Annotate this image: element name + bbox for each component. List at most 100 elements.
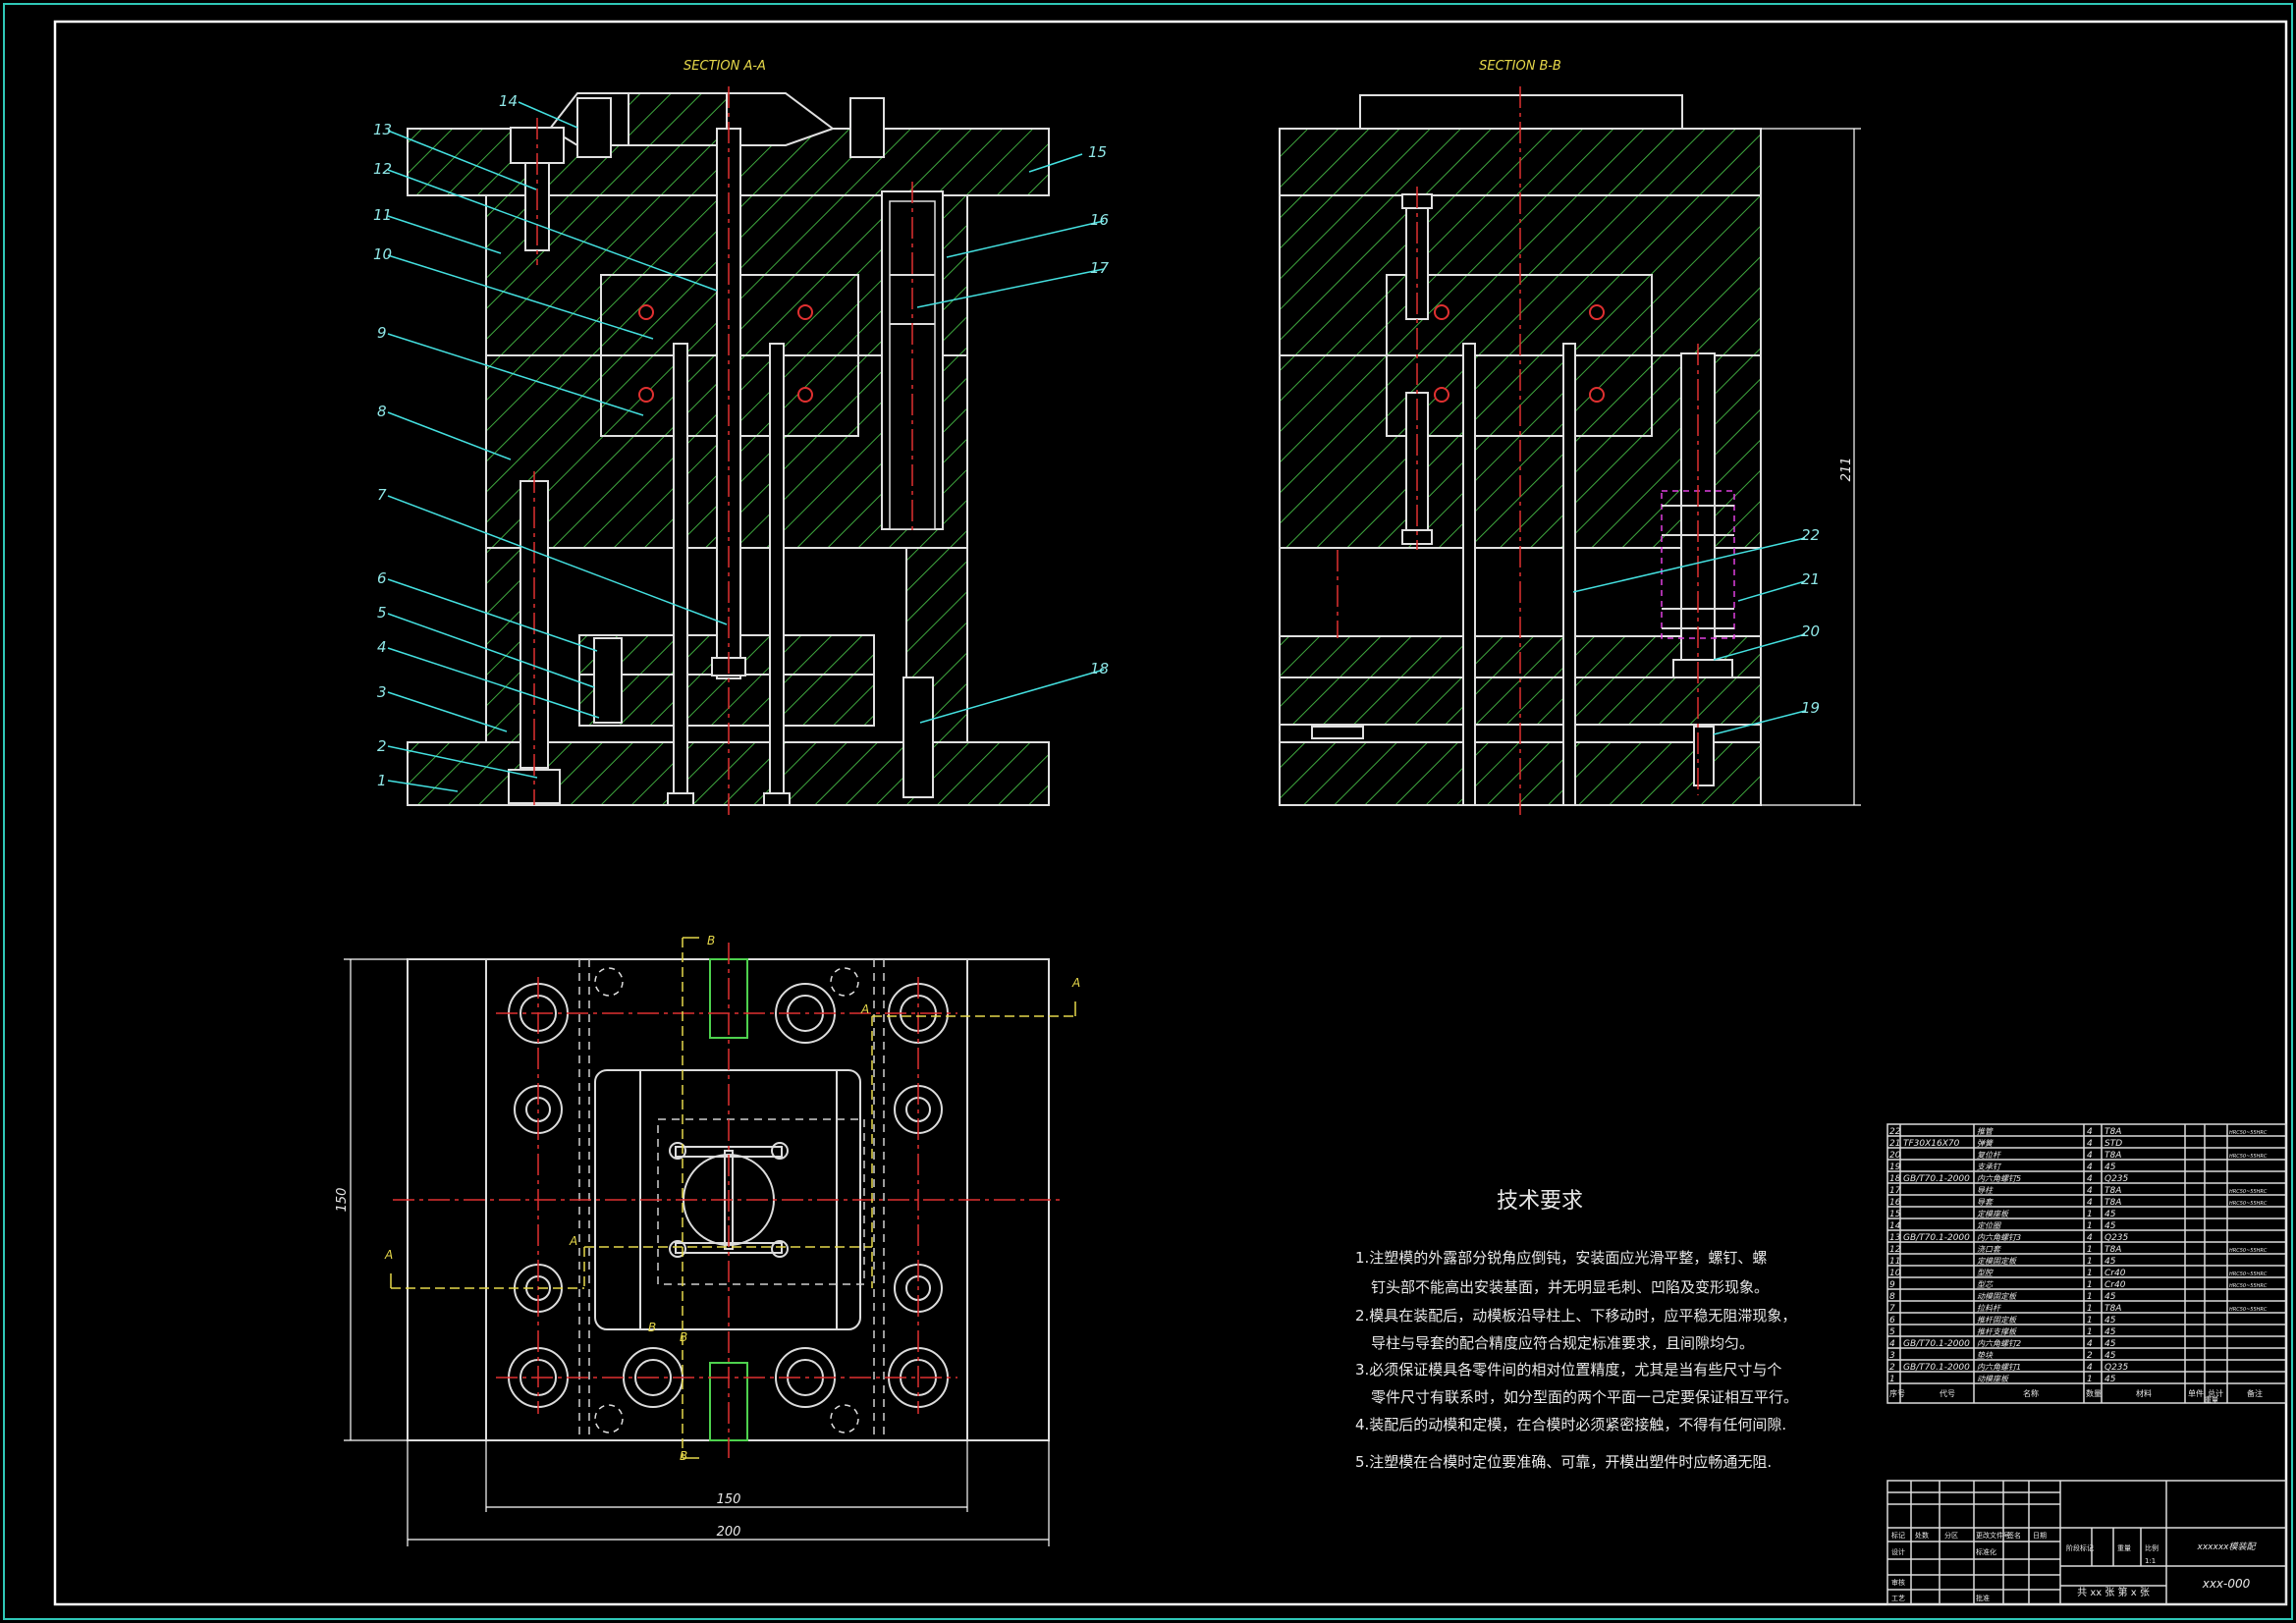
bom-qty: 4 [2087, 1363, 2093, 1373]
bom-note: HRC50~55HRC [2229, 1201, 2268, 1207]
bom-seq: 4 [1889, 1339, 1895, 1349]
bom-note: HRC50~55HRC [2229, 1283, 2268, 1289]
bom-material: 45 [2105, 1221, 2116, 1231]
dim-plan-inner: 150 [717, 1492, 741, 1507]
balloon-3: 3 [377, 683, 387, 701]
bom-seq: 22 [1889, 1127, 1901, 1137]
bom-seq: 1 [1889, 1375, 1895, 1384]
bom-material: Cr40 [2105, 1269, 2126, 1278]
bom-name: 推杆固定板 [1977, 1316, 2017, 1325]
bom-qty: 2 [2087, 1351, 2093, 1361]
bom-material: 45 [2105, 1351, 2116, 1361]
bom-qty: 1 [2087, 1269, 2093, 1278]
cut-label-b-top: B [707, 934, 715, 947]
bom-seq: 9 [1889, 1280, 1895, 1290]
tb-weight: 重量 [2117, 1544, 2131, 1552]
cut-label-a-mid2: A [569, 1234, 577, 1248]
section-b-label: SECTION B-B [1479, 59, 1561, 74]
balloon-8: 8 [377, 403, 387, 420]
section-a-view: SECTION A-A [407, 59, 1050, 820]
bom-qty: 4 [2087, 1163, 2093, 1172]
bom-qty: 4 [2087, 1139, 2093, 1149]
bom-hdr-single: 单件 [2188, 1388, 2204, 1398]
bom-hdr-qty: 数量 [2086, 1388, 2102, 1398]
bom-note: HRC50~55HRC [2229, 1130, 2268, 1136]
bom-material: STD [2105, 1139, 2122, 1149]
tech-line-8: 5.注塑模在合模时定位要准确、可靠，开模出塑件时应畅通无阻. [1355, 1453, 1772, 1471]
bom-name: 定模固定板 [1977, 1257, 2017, 1266]
cut-label-b-bottom: B [680, 1449, 687, 1463]
bom-name: 内六角螺钉5 [1977, 1174, 2021, 1183]
bom-seq: 7 [1889, 1304, 1895, 1314]
bom-material: 45 [2105, 1339, 2116, 1349]
bom-material: 45 [2105, 1327, 2116, 1337]
bom-seq: 5 [1889, 1327, 1895, 1337]
tb-drawing-no: xxx-000 [2202, 1577, 2251, 1591]
bom-name: 支承钉 [1977, 1163, 2002, 1171]
bom-material: 45 [2105, 1375, 2116, 1384]
tech-line-6: 零件尺寸有联系时，如分型面的两个平面一己定要保证相互平行。 [1371, 1388, 1798, 1406]
tb-design: 设计 [1891, 1547, 1905, 1556]
bom-hdr-weight: 重量 [2205, 1396, 2218, 1404]
bom-seq: 13 [1889, 1233, 1901, 1243]
bom-qty: 1 [2087, 1316, 2093, 1325]
balloon-12: 12 [373, 160, 392, 178]
bom-name: 型芯 [1977, 1280, 1994, 1289]
bom-qty: 4 [2087, 1198, 2093, 1208]
tb-zone: 分区 [1944, 1531, 1958, 1540]
bom-material: 45 [2105, 1163, 2116, 1172]
tech-line-1: 1.注塑模的外露部分锐角应倒钝，安装面应光滑平整，螺钉、螺 [1355, 1249, 1767, 1267]
bom-seq: 14 [1889, 1221, 1901, 1231]
bom-qty: 4 [2087, 1186, 2093, 1196]
outer-border [3, 3, 2293, 1620]
bom-name: 推管 [1977, 1127, 1995, 1136]
balloon-21: 21 [1801, 570, 1820, 588]
bom-note: HRC50~55HRC [2229, 1154, 2268, 1160]
tech-line-5: 3.必须保证模具各零件间的相对位置精度，尤其是当有些尺寸与个 [1355, 1361, 1781, 1379]
tb-stage: 阶段标记 [2066, 1543, 2094, 1552]
bom-name: 内六角螺钉2 [1977, 1339, 2021, 1348]
bom-material: Q235 [2105, 1174, 2129, 1184]
dim-plan-height: 150 [335, 1188, 350, 1213]
balloon-15: 15 [1088, 143, 1107, 161]
tech-line-7: 4.装配后的动模和定模，在合模时必须紧密接触，不得有任何间隙. [1355, 1416, 1786, 1434]
bom-material: 45 [2105, 1257, 2116, 1267]
bom-name: 导柱 [1977, 1186, 1994, 1195]
tech-line-2: 钉头部不能高出安装基面，并无明显毛刺、凹陷及变形现象。 [1371, 1278, 1769, 1296]
bom-qty: 1 [2087, 1375, 2093, 1384]
bom-qty: 4 [2087, 1339, 2093, 1349]
bom-name: 动模固定板 [1977, 1292, 2017, 1301]
tb-sheet: 共 xx 张 第 x 张 [2077, 1586, 2150, 1598]
bom-seq: 6 [1889, 1316, 1895, 1325]
bom-seq: 12 [1889, 1245, 1901, 1255]
balloon-20: 20 [1801, 622, 1820, 640]
tech-title: 技术要求 [1497, 1189, 1583, 1214]
bom-seq: 21 [1889, 1139, 1900, 1149]
bom-hdr-name: 名称 [2023, 1388, 2039, 1398]
balloon-6: 6 [377, 569, 387, 587]
bom-material: Cr40 [2105, 1280, 2126, 1290]
bom-name: 动模座板 [1977, 1375, 2009, 1383]
bom-material: T8A [2105, 1127, 2121, 1137]
bom-row: 1 动模座板 1 45 [1889, 1375, 2116, 1384]
title-block: 标记 处数 分区 更改文件号 签名 日期 设计 标准化 审核 工艺 批准 阶段标… [1886, 1480, 2287, 1605]
bom-seq: 10 [1889, 1269, 1901, 1278]
bom-name: 复位杆 [1977, 1151, 2002, 1160]
bom-seq: 8 [1889, 1292, 1895, 1302]
technical-requirements: 技术要求 1.注塑模的外露部分锐角应倒钝，安装面应光滑平整，螺钉、螺 钉头部不能… [1355, 1189, 1798, 1471]
